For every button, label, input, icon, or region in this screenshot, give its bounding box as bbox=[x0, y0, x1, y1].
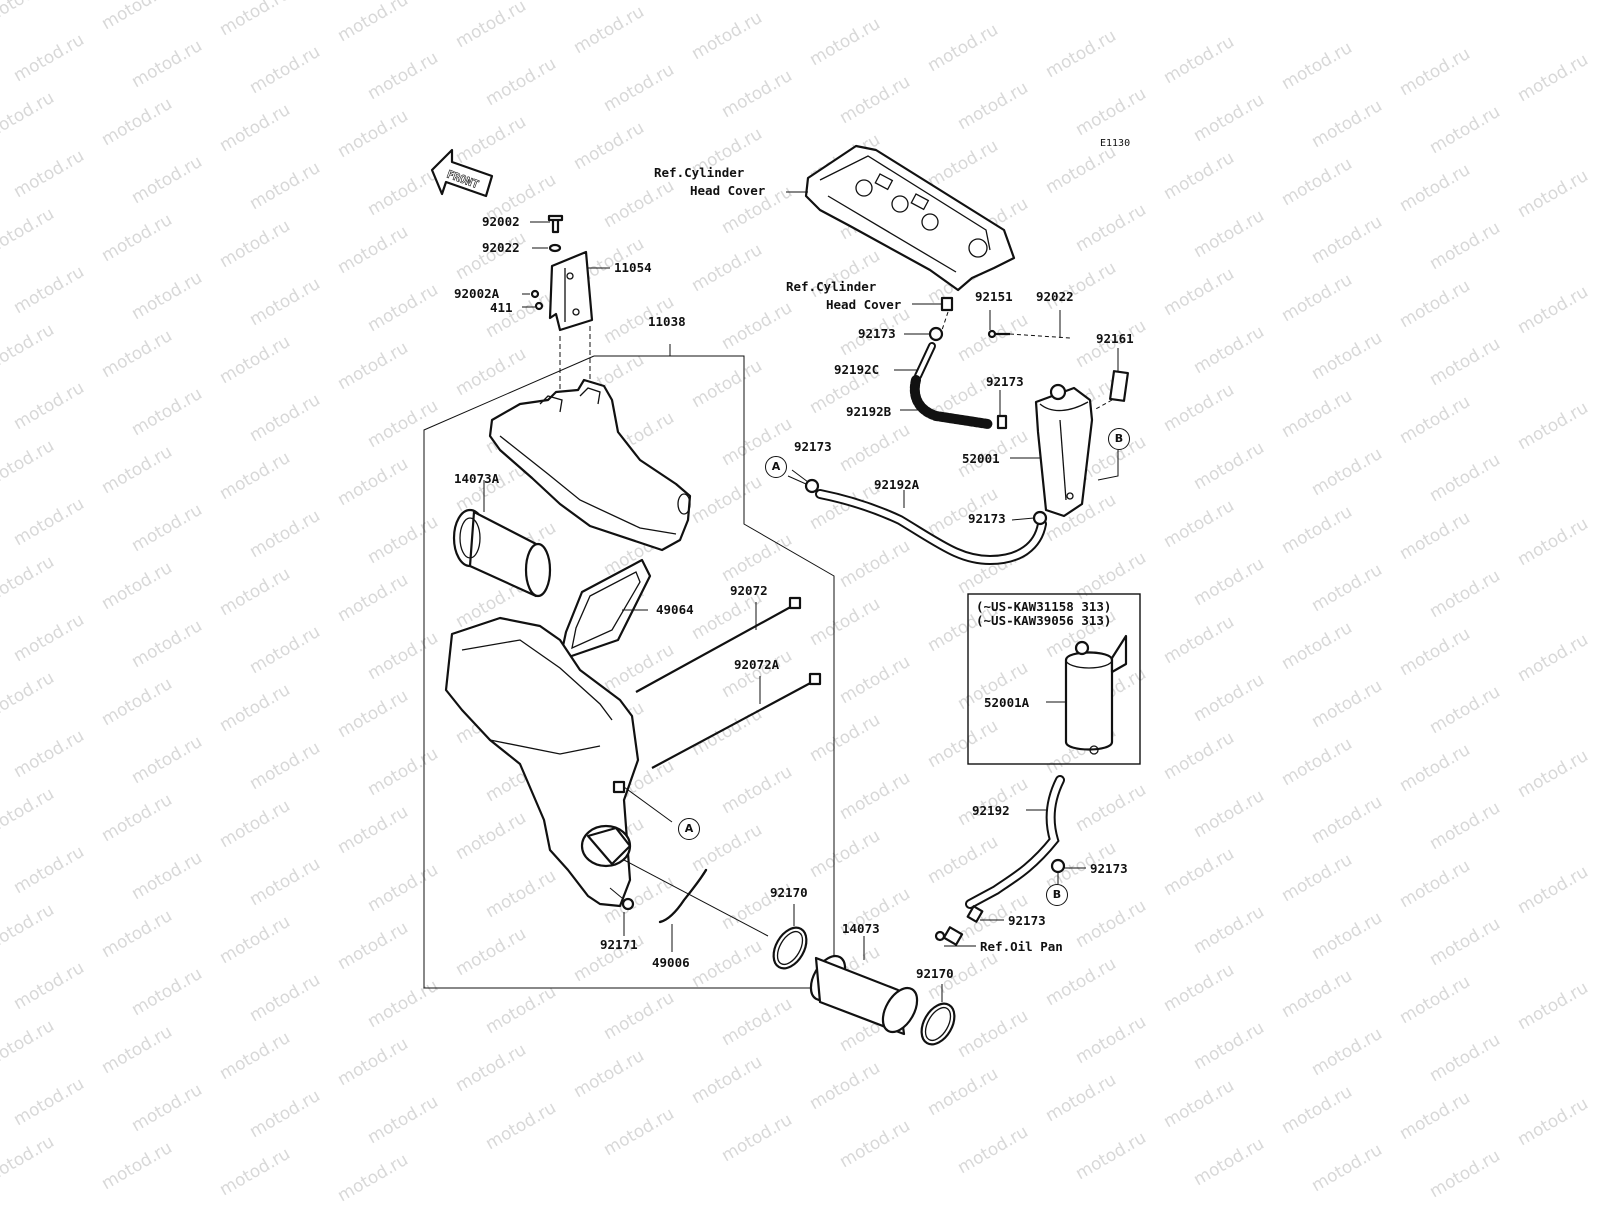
bolt-92002A bbox=[530, 289, 540, 299]
airbox-enclosure-outline bbox=[423, 355, 835, 989]
cylinder-head-cover bbox=[804, 144, 1016, 292]
washer-92022 bbox=[548, 243, 562, 253]
part-411 bbox=[534, 301, 544, 311]
hose-92192 bbox=[965, 775, 1065, 909]
label-14073: 14073 bbox=[842, 921, 880, 936]
label-92192B: 92192B bbox=[846, 404, 892, 419]
label-ref-cylinder-head-cover-top-2: Head Cover bbox=[690, 183, 766, 198]
cable-tie-92072A bbox=[651, 672, 822, 769]
diagram-code: E1130 bbox=[1100, 138, 1131, 149]
label-92022-right: 92022 bbox=[1036, 289, 1074, 304]
label-52001A: 52001A bbox=[984, 695, 1030, 710]
clamp-92173-lower bbox=[966, 905, 984, 923]
bracket-11054 bbox=[548, 250, 610, 332]
variant-note-1: (~US-KAW31158 313) bbox=[976, 599, 1112, 614]
clamp-92173-left bbox=[804, 478, 820, 494]
clamp-92173-mid bbox=[996, 414, 1008, 430]
label-92002: 92002 bbox=[482, 214, 520, 229]
label-92173-f: 92173 bbox=[1008, 913, 1046, 928]
label-92192C: 92192C bbox=[834, 362, 880, 377]
callout-a-hose: A bbox=[765, 456, 787, 478]
airbox-lower-case bbox=[444, 616, 673, 908]
label-ref-cylinder-head-cover-mid-1: Ref.Cylinder bbox=[786, 279, 877, 294]
cable-tie-92072 bbox=[635, 596, 802, 693]
clamp-92173-tank bbox=[1032, 510, 1048, 526]
label-11054: 11054 bbox=[614, 260, 652, 275]
breather-tank-52001 bbox=[1034, 383, 1094, 518]
label-92072A: 92072A bbox=[734, 657, 780, 672]
label-52001: 52001 bbox=[962, 451, 1000, 466]
label-92171: 92171 bbox=[600, 937, 638, 952]
label-92170-b: 92170 bbox=[916, 966, 954, 981]
callout-b-hose: B bbox=[1046, 884, 1068, 906]
label-92173-e: 92173 bbox=[1090, 861, 1128, 876]
bolt-92002 bbox=[547, 214, 564, 234]
label-ref-cylinder-head-cover-mid-2: Head Cover bbox=[826, 297, 902, 312]
label-14073A: 14073A bbox=[454, 471, 500, 486]
clamp-92173-upper bbox=[928, 326, 944, 342]
label-92192A: 92192A bbox=[874, 477, 920, 492]
front-arrow-icon bbox=[430, 148, 494, 198]
label-92173-b: 92173 bbox=[986, 374, 1024, 389]
filter-element-14073A bbox=[452, 480, 552, 598]
clamp-92173-right bbox=[1050, 858, 1066, 874]
label-92170-a: 92170 bbox=[770, 885, 808, 900]
callout-a-case: A bbox=[678, 818, 700, 840]
label-411: 411 bbox=[490, 300, 513, 315]
airbox-lid bbox=[488, 378, 692, 552]
label-92002A: 92002A bbox=[454, 286, 500, 301]
duct-14073 bbox=[809, 936, 919, 1036]
label-92173-a: 92173 bbox=[858, 326, 896, 341]
label-ref-cylinder-head-cover-top-1: Ref.Cylinder bbox=[654, 165, 745, 180]
bracket-92161 bbox=[1109, 370, 1129, 402]
clamp-92170-b bbox=[920, 984, 956, 1046]
callout-b-tank: B bbox=[1108, 428, 1130, 450]
variant-note-2: (~US-KAW39056 313) bbox=[976, 613, 1112, 628]
variant-box bbox=[967, 593, 1141, 765]
label-92192: 92192 bbox=[972, 803, 1010, 818]
label-92173-c: 92173 bbox=[794, 439, 832, 454]
label-49064: 49064 bbox=[656, 602, 694, 617]
bolt-92151 bbox=[987, 329, 1010, 339]
label-ref-oil-pan: Ref.Oil Pan bbox=[980, 939, 1063, 954]
hose-92192B bbox=[909, 375, 993, 429]
label-92072: 92072 bbox=[730, 583, 768, 598]
label-49006: 49006 bbox=[652, 955, 690, 970]
gasket-49064 bbox=[558, 558, 652, 662]
label-92022-left: 92022 bbox=[482, 240, 520, 255]
breather-tank-52001A bbox=[1064, 634, 1128, 755]
label-92151: 92151 bbox=[975, 289, 1013, 304]
label-92173-d: 92173 bbox=[968, 511, 1006, 526]
oil-pan-fitting bbox=[934, 926, 964, 946]
clamp-92171 bbox=[621, 897, 635, 936]
clamp-92170-a bbox=[772, 904, 808, 970]
label-11038: 11038 bbox=[648, 314, 686, 329]
label-92161: 92161 bbox=[1096, 331, 1134, 346]
